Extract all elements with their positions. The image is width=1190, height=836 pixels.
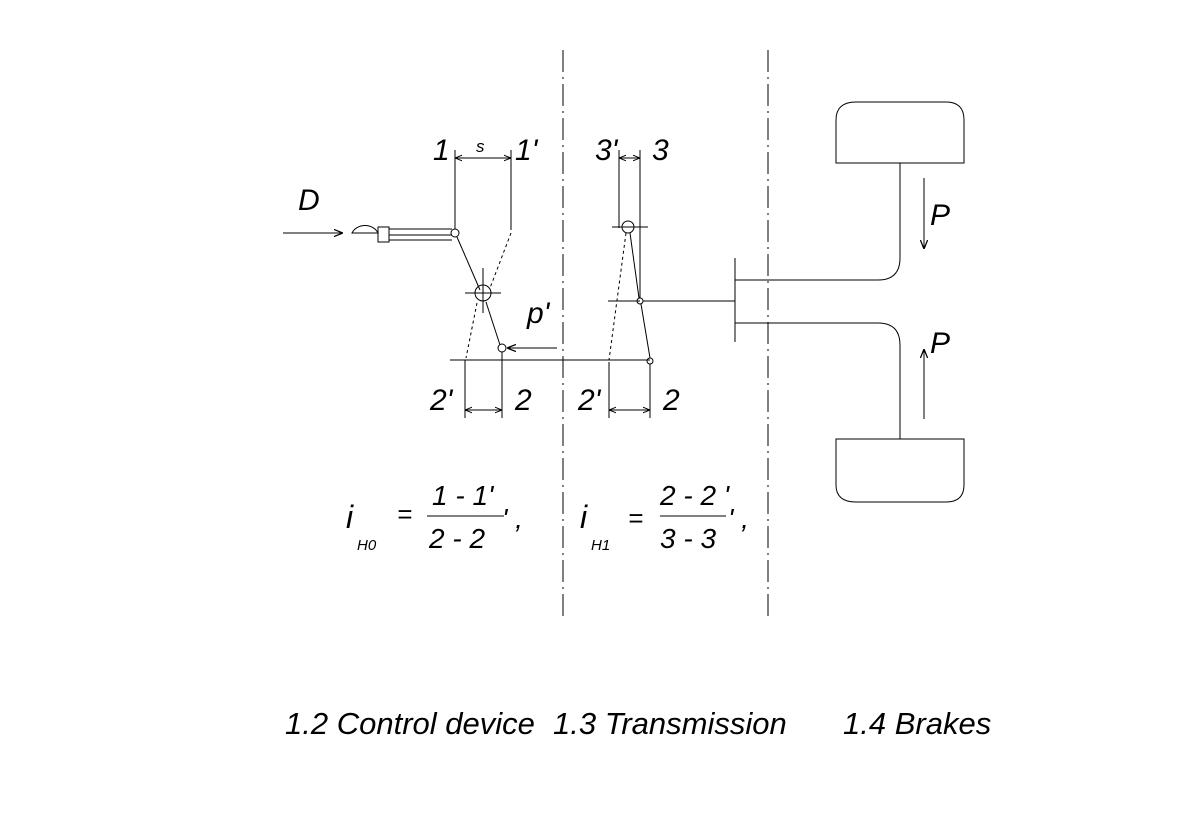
label-reaction-pp: p': [526, 297, 551, 330]
label-point-2-right: 2: [662, 384, 680, 417]
lower-brake-shoe: [835, 438, 965, 503]
upper-brake-arm: [735, 163, 901, 281]
formula-h1-trailing: ' ,: [728, 503, 749, 534]
label-point-1p: 1': [515, 134, 539, 167]
formula-h0-numerator: 1 - 1': [432, 480, 495, 511]
label-force-P-bottom: P: [930, 327, 950, 360]
pedal-block: [377, 226, 390, 243]
upper-brake-shoe: [835, 101, 965, 164]
label-stroke-s: s: [476, 137, 485, 156]
transmission-displaced-lever: [608, 232, 627, 361]
section-transmission: 1.3 Transmission: [553, 706, 787, 741]
lever-output-pin: [497, 343, 507, 353]
control-lever-upper: [456, 236, 481, 291]
label-point-2-left: 2: [514, 384, 532, 417]
lever-displaced-lower: [465, 302, 478, 359]
control-lever-lower: [485, 301, 501, 346]
label-point-2p-left: 2': [429, 384, 454, 417]
label-force-D: D: [298, 184, 320, 217]
label-point-3: 3: [652, 134, 669, 167]
section-brakes: 1.4 Brakes: [843, 706, 991, 741]
lever-displaced-upper: [489, 232, 512, 289]
formula-h0-subscript: H0: [357, 537, 377, 554]
label-point-3p: 3': [595, 134, 619, 167]
lower-brake-arm: [735, 322, 901, 439]
formula-h0-symbol: i: [346, 499, 354, 535]
formula-h0-equals: =: [397, 499, 412, 529]
label-point-1: 1: [433, 134, 450, 167]
formula-h1-denominator: 3 - 3: [660, 523, 716, 554]
pedal-pad: [351, 225, 379, 234]
formula-h1-subscript: H1: [591, 537, 610, 554]
label-point-2p-right: 2': [577, 384, 602, 417]
section-control-device: 1.2 Control device: [285, 706, 535, 741]
pedal-pin: [450, 228, 460, 238]
transmission-lever-lower: [640, 303, 651, 359]
formula-h1-symbol: i: [580, 499, 588, 535]
label-force-P-top: P: [930, 199, 950, 232]
formula-h1-numerator: 2 - 2 ': [659, 480, 731, 511]
formula-h0-denominator: 2 - 2: [428, 523, 485, 554]
transmission-end-pin: [646, 357, 654, 365]
formula-h0-trailing: ' ,: [502, 503, 523, 534]
formula-h1-equals: =: [628, 503, 643, 533]
transmission-lever-upper: [629, 232, 640, 299]
